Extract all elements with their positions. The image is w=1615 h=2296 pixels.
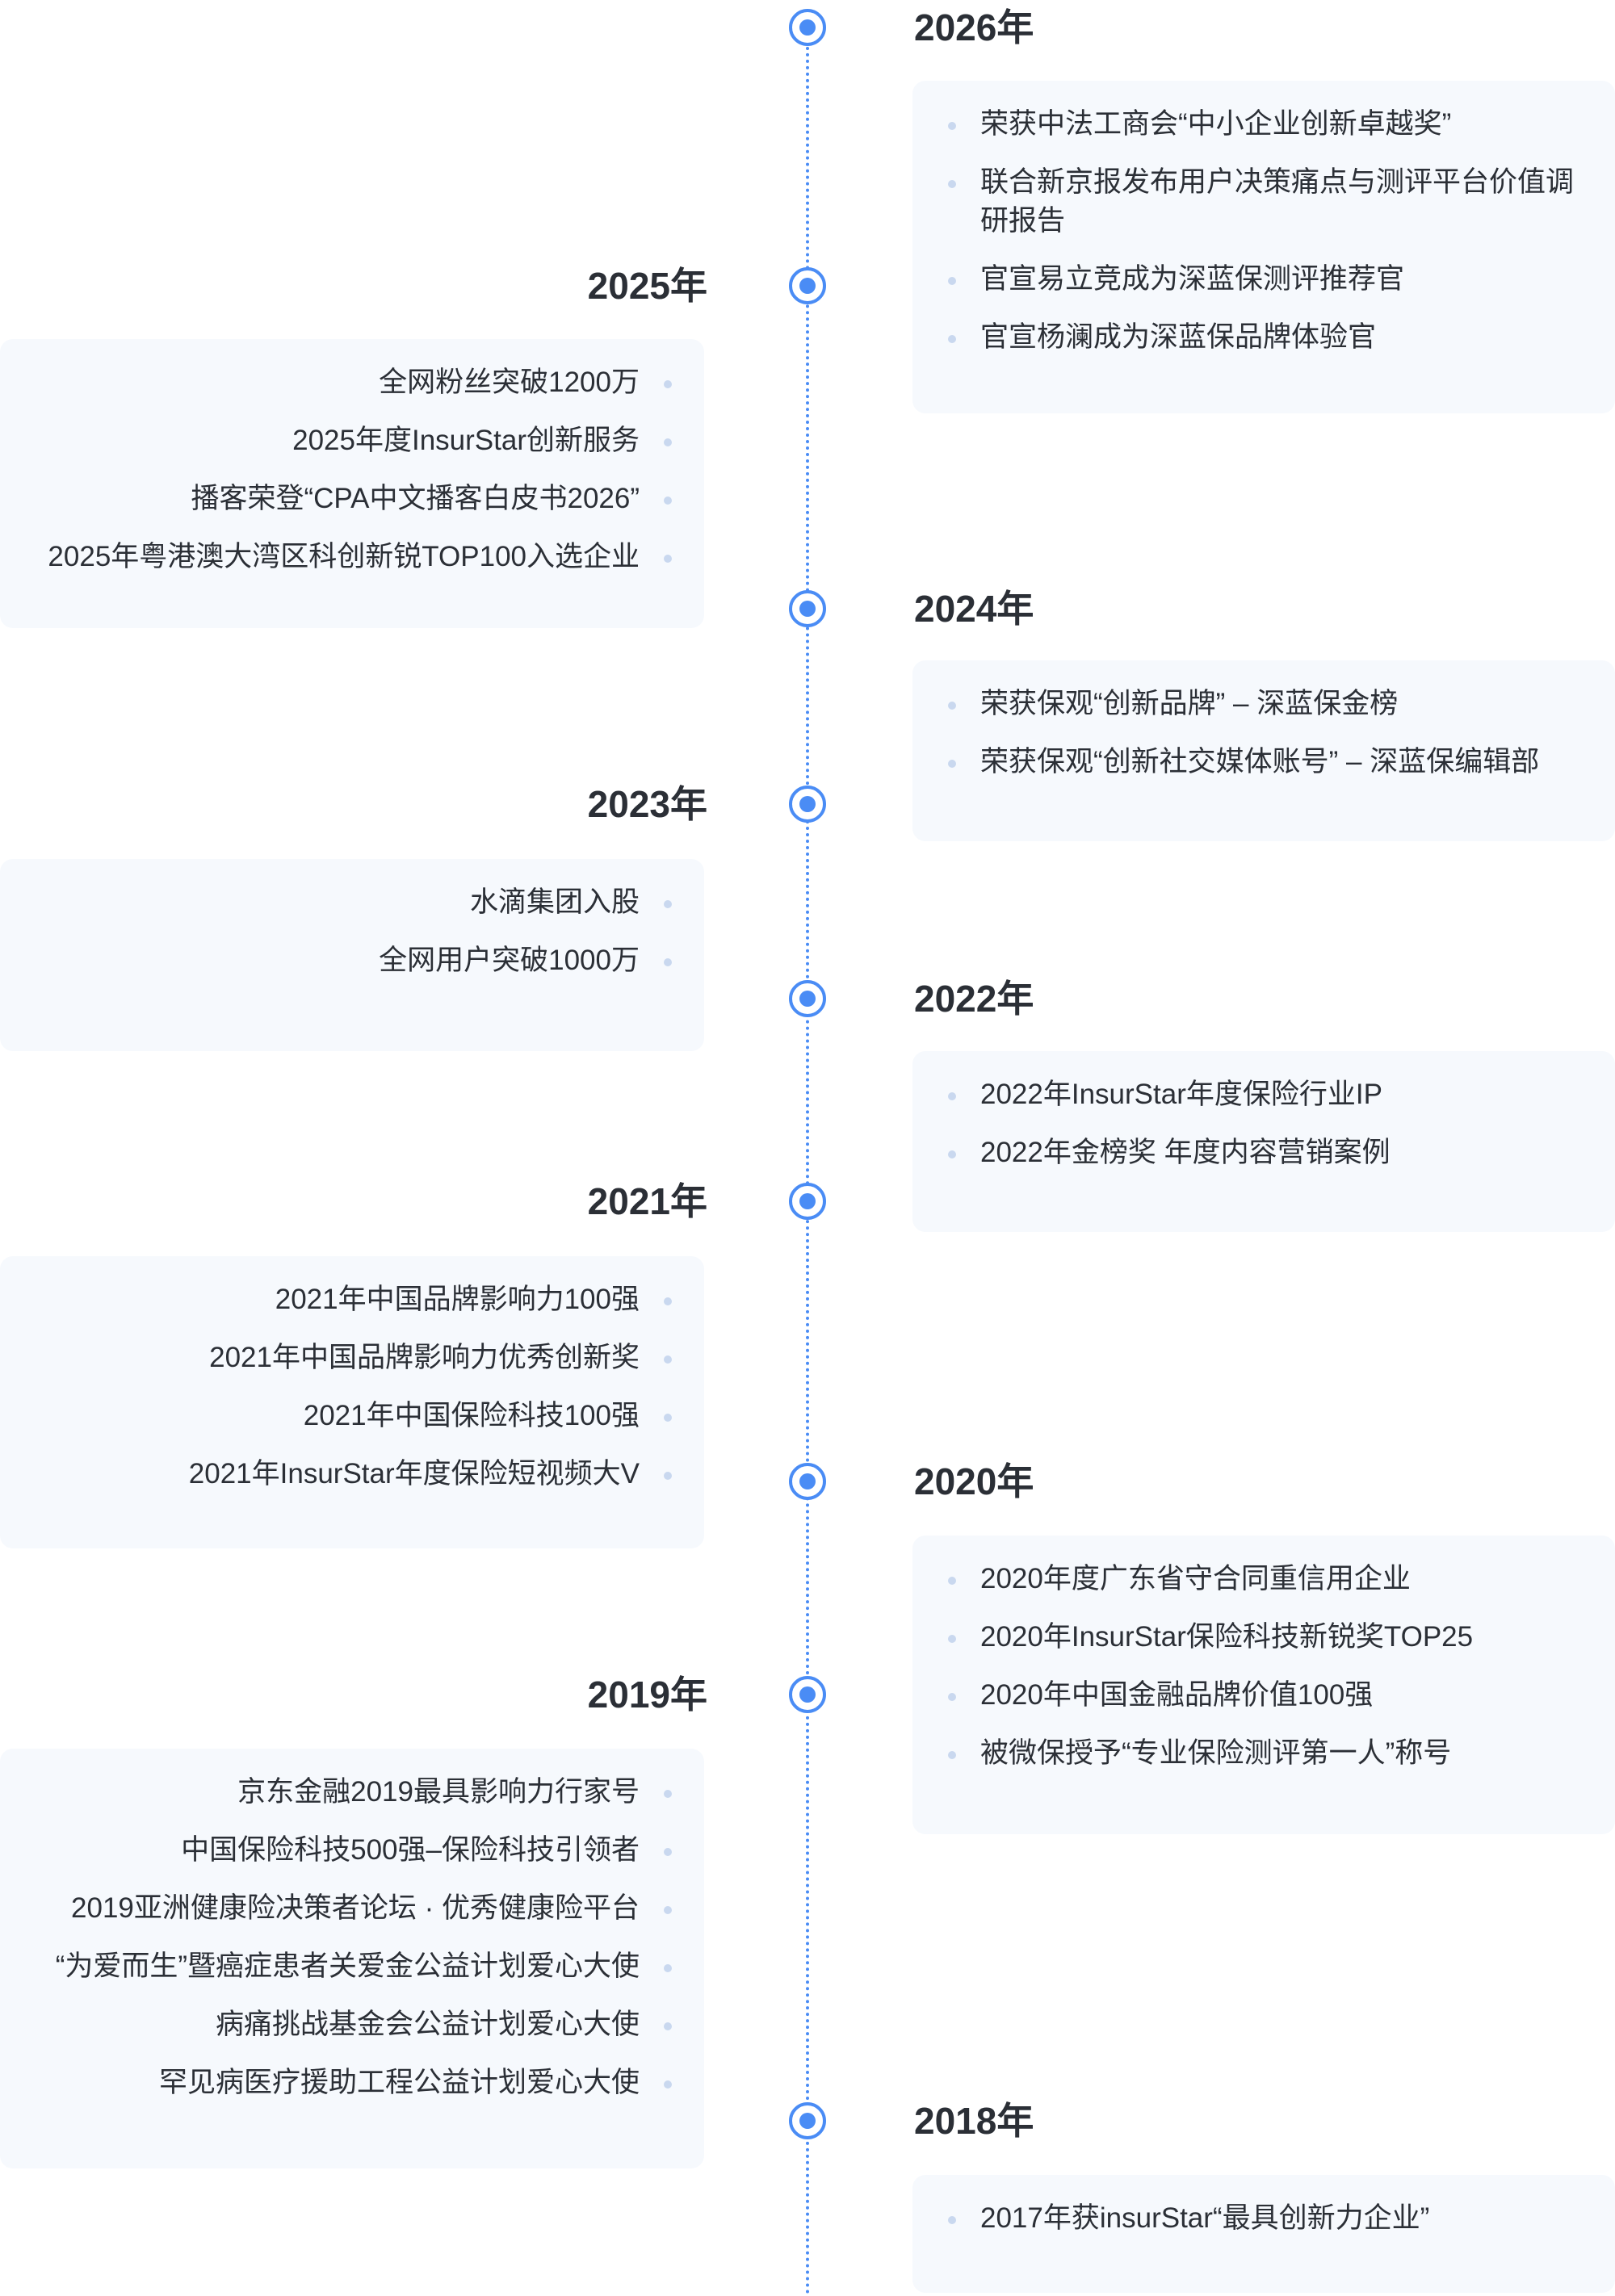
timeline-node-2024: [789, 590, 826, 627]
timeline-node-2021: [789, 1183, 826, 1220]
timeline-node-2020: [789, 1463, 826, 1500]
list-item: “为爱而生”暨癌症患者关爱金公益计划爱心大使: [16, 1947, 672, 1986]
list-item: 官宣杨澜成为深蓝保品牌体验官: [948, 318, 1586, 357]
list-item: 荣获中法工商会“中小企业创新卓越奖”: [948, 105, 1586, 144]
year-heading-2026: 2026年: [914, 6, 1034, 48]
list-item: 播客荣登“CPA中文播客白皮书2026”: [16, 480, 672, 518]
milestone-card-2018: 2017年获insurStar“最具创新力企业”: [912, 2175, 1615, 2293]
list-item: 2021年中国品牌影响力100强: [16, 1280, 672, 1319]
milestone-card-2022: 2022年InsurStar年度保险行业IP 2022年金榜奖 年度内容营销案例: [912, 1051, 1615, 1232]
list-item: 2025年粤港澳大湾区科创新锐TOP100入选企业: [16, 538, 672, 576]
list-item: 被微保授予“专业保险测评第一人”称号: [948, 1734, 1586, 1773]
list-item: 2020年InsurStar保险科技新锐奖TOP25: [948, 1618, 1586, 1657]
milestone-card-2026: 荣获中法工商会“中小企业创新卓越奖” 联合新京报发布用户决策痛点与测评平台价值调…: [912, 81, 1615, 413]
list-item: 2021年InsurStar年度保险短视频大V: [16, 1455, 672, 1494]
list-item: 2019亚洲健康险决策者论坛 · 优秀健康险平台: [16, 1889, 672, 1928]
list-item: 2022年金榜奖 年度内容营销案例: [948, 1133, 1586, 1172]
list-item: 罕见病医疗援助工程公益计划爱心大使: [16, 2063, 672, 2102]
year-heading-2025: 2025年: [587, 265, 707, 307]
timeline-node-2019: [789, 1676, 826, 1713]
list-item: 全网粉丝突破1200万: [16, 363, 672, 402]
milestone-card-2024: 荣获保观“创新品牌” – 深蓝保金榜 荣获保观“创新社交媒体账号” – 深蓝保编…: [912, 660, 1615, 841]
milestone-card-2021: 2021年中国品牌影响力100强 2021年中国品牌影响力优秀创新奖 2021年…: [0, 1256, 704, 1548]
list-item: 2021年中国品牌影响力优秀创新奖: [16, 1339, 672, 1377]
milestone-card-2019: 京东金融2019最具影响力行家号 中国保险科技500强–保险科技引领者 2019…: [0, 1749, 704, 2168]
timeline-node-2026: [789, 9, 826, 46]
list-item: 中国保险科技500强–保险科技引领者: [16, 1831, 672, 1870]
list-item: 全网用户突破1000万: [16, 941, 672, 980]
milestone-card-2023: 水滴集团入股 全网用户突破1000万: [0, 859, 704, 1051]
year-heading-2020: 2020年: [914, 1460, 1034, 1502]
year-heading-2021: 2021年: [587, 1180, 707, 1222]
list-item: 荣获保观“创新品牌” – 深蓝保金榜: [948, 685, 1586, 723]
year-heading-2019: 2019年: [587, 1674, 707, 1716]
list-item: 2020年中国金融品牌价值100强: [948, 1676, 1586, 1715]
list-item: 病痛挑战基金会公益计划爱心大使: [16, 2005, 672, 2044]
list-item: 2022年InsurStar年度保险行业IP: [948, 1075, 1586, 1114]
timeline-node-2018: [789, 2102, 826, 2139]
year-heading-2024: 2024年: [914, 588, 1034, 630]
year-heading-2018: 2018年: [914, 2100, 1034, 2142]
timeline-node-2025: [789, 267, 826, 304]
list-item: 2025年度InsurStar创新服务: [16, 421, 672, 460]
year-heading-2022: 2022年: [914, 978, 1034, 1020]
list-item: 2017年获insurStar“最具创新力企业”: [948, 2199, 1586, 2238]
list-item: 荣获保观“创新社交媒体账号” – 深蓝保编辑部: [948, 743, 1586, 781]
list-item: 京东金融2019最具影响力行家号: [16, 1773, 672, 1812]
list-item: 2021年中国保险科技100强: [16, 1397, 672, 1435]
list-item: 官宣易立竞成为深蓝保测评推荐官: [948, 260, 1586, 299]
year-heading-2023: 2023年: [587, 783, 707, 825]
list-item: 水滴集团入股: [16, 883, 672, 922]
list-item: 联合新京报发布用户决策痛点与测评平台价值调研报告: [948, 163, 1586, 241]
milestone-card-2020: 2020年度广东省守合同重信用企业 2020年InsurStar保险科技新锐奖T…: [912, 1536, 1615, 1834]
timeline-axis: [806, 27, 809, 2296]
timeline-node-2023: [789, 786, 826, 823]
milestone-card-2025: 全网粉丝突破1200万 2025年度InsurStar创新服务 播客荣登“CPA…: [0, 339, 704, 628]
list-item: 2020年度广东省守合同重信用企业: [948, 1560, 1586, 1598]
timeline-node-2022: [789, 980, 826, 1017]
